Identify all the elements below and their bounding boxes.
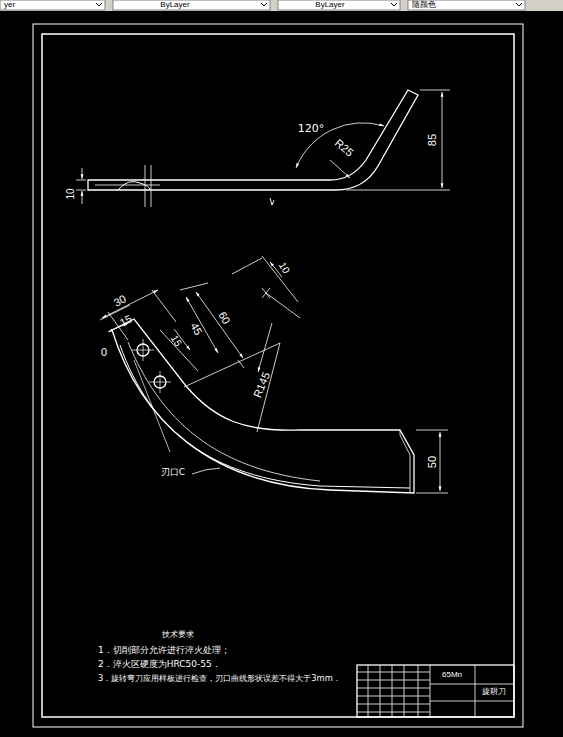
sheet-frame (33, 24, 523, 727)
dimension-value: 10 (66, 188, 76, 199)
drawing-stroke (152, 290, 176, 322)
drawing-stroke (440, 432, 441, 491)
technical-note: 2．淬火区硬度为HRC50-55． (98, 660, 221, 669)
drawing-stroke (0, 0, 105, 10)
drawing-stroke (262, 256, 298, 302)
toolbar-text: yer (4, 1, 15, 9)
drawing-stroke (258, 323, 272, 372)
drawing-stroke (430, 665, 514, 717)
drawing-stroke (82, 191, 83, 204)
title-block (357, 665, 514, 717)
drawing-stroke (400, 430, 410, 493)
drawing-stroke (0, 0, 563, 11)
radius-dimension: R25 (333, 137, 356, 158)
drawing-stroke (330, 160, 350, 178)
technical-note: 1．切削部分允许进行淬火处理； (98, 646, 230, 655)
dimension-value: 15 (169, 334, 183, 349)
drawing-stroke (528, 0, 563, 11)
drawing-stroke (186, 297, 218, 353)
drawing-stroke (128, 342, 320, 481)
toolbar-text: 随颜色 (412, 1, 436, 9)
drawing-stroke (278, 0, 400, 10)
notes-heading: 技术要求 (162, 631, 194, 639)
dimension-value: 85 (427, 134, 438, 146)
material-cell: 65Mn (442, 671, 462, 679)
drawing-stroke (120, 345, 410, 488)
drawing-stroke (184, 343, 280, 432)
drawing-stroke (196, 292, 243, 358)
drawing-stroke (134, 360, 170, 452)
toolbar-text: ByLayer (160, 1, 189, 9)
drawing-stroke (346, 90, 450, 190)
drawing-stroke (88, 90, 418, 190)
drawing-stroke (442, 92, 443, 188)
drawing-stroke (270, 198, 274, 205)
angle-dimension: 120° (298, 123, 325, 134)
drawing-stroke (95, 165, 160, 207)
drawing-stroke (232, 258, 262, 368)
drawing-stroke (266, 293, 300, 318)
drawing-stroke (96, 3, 522, 6)
drawing-stroke (357, 665, 430, 717)
drawing-stroke (296, 123, 384, 168)
drawing-stroke (192, 468, 220, 474)
toolbar (0, 0, 563, 11)
drawing-stroke (113, 0, 270, 10)
drawing-stroke (112, 319, 414, 493)
dimension-value: 0 (101, 347, 107, 358)
drawing-stroke (42, 34, 514, 717)
blade-dimensions (100, 256, 448, 493)
side-dimensions (76, 90, 450, 204)
drawing-stroke (102, 290, 158, 318)
drawing-stroke (160, 283, 208, 371)
dimension-value: 50 (427, 456, 438, 468)
drawing-stroke (82, 168, 83, 179)
drawing-stroke (76, 180, 86, 190)
edge-callout: 刃口C (161, 468, 185, 477)
technical-note: 3．旋转弯刀应用样板进行检查，刃口曲线形状误差不得大于3mm． (98, 674, 341, 682)
drawing-stroke (408, 0, 525, 10)
part-name-cell: 旋耕刀 (482, 688, 506, 696)
blade-view (112, 319, 414, 493)
side-view (88, 90, 418, 207)
drawing-stroke (416, 430, 448, 493)
drawing-stroke (33, 24, 523, 727)
drawing-stroke (357, 665, 514, 717)
drawing-stroke (132, 339, 171, 393)
toolbar-text: ByLayer (315, 1, 344, 9)
